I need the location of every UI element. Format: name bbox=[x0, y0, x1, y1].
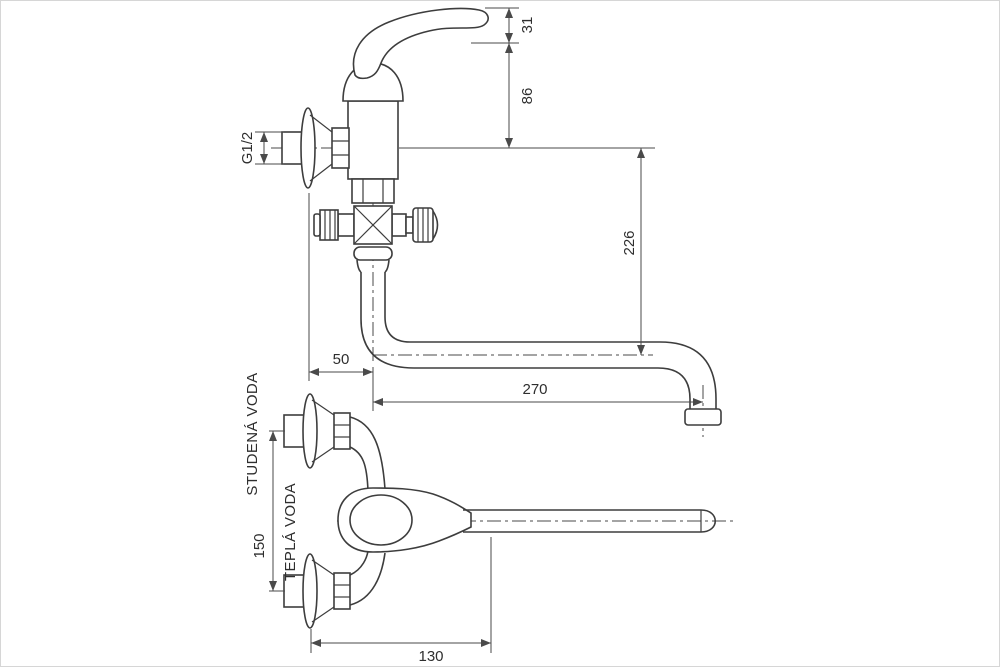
cold-inlet-connection bbox=[283, 393, 351, 469]
dim-label-150: 150 bbox=[251, 533, 268, 558]
dim-label-50: 50 bbox=[333, 351, 350, 368]
hot-water-label: TEPLÁ VODA bbox=[282, 483, 299, 581]
knob-dome-cap bbox=[432, 210, 439, 240]
body-hex-nut bbox=[351, 178, 395, 204]
lever-handle bbox=[352, 7, 489, 80]
dimensions-side: 31 86 226 50 270 G1/2 bbox=[239, 7, 703, 411]
cold-arm-outer bbox=[349, 416, 386, 490]
collar-bell-right bbox=[384, 259, 390, 273]
spout-side bbox=[360, 272, 722, 426]
diverter-left-arm bbox=[337, 213, 355, 237]
plan-view: 150 STUDENÁ VODA TEPLÁ VODA 130 bbox=[244, 372, 737, 665]
spout-outlet-aerator bbox=[684, 408, 722, 426]
dim-label-130: 130 bbox=[418, 648, 443, 665]
hot-inlet-connection bbox=[283, 553, 351, 629]
escutcheon-cone-top bbox=[309, 114, 333, 133]
dim-label-226: 226 bbox=[621, 230, 638, 255]
cartridge-dome-plan bbox=[349, 494, 413, 546]
wall-escutcheon bbox=[300, 107, 316, 189]
wall-escutcheon bbox=[302, 393, 318, 469]
spout-inner-edge bbox=[384, 272, 717, 409]
spout-outer-edge bbox=[360, 272, 691, 409]
escutcheon-cone-top bbox=[311, 559, 335, 576]
cold-arm-inner bbox=[349, 446, 369, 492]
escutcheon-cone-bottom bbox=[311, 606, 335, 623]
centerlines-side bbox=[271, 147, 704, 437]
hot-arm-outer bbox=[349, 552, 386, 606]
knob-end-cap bbox=[313, 213, 321, 237]
dim-label-31: 31 bbox=[519, 17, 536, 34]
hot-arm-inner bbox=[349, 550, 369, 576]
mixer-body bbox=[347, 100, 399, 180]
diverter-neck bbox=[405, 216, 414, 234]
dimensions-plan: 150 STUDENÁ VODA TEPLÁ VODA 130 bbox=[244, 372, 492, 665]
dim-label-thread: G1/2 bbox=[239, 132, 256, 165]
spout-end-cap bbox=[700, 509, 717, 533]
dim-label-86: 86 bbox=[519, 88, 536, 105]
spout-plan bbox=[463, 509, 717, 533]
escutcheon-cone-top bbox=[311, 399, 335, 416]
inlet-hex-nut bbox=[331, 127, 350, 169]
inlet-hex-nut bbox=[333, 572, 351, 610]
diverter-cross bbox=[313, 205, 439, 245]
wall-inlet-connection bbox=[281, 107, 350, 189]
escutcheon-cone-bottom bbox=[311, 446, 335, 463]
dim-label-270: 270 bbox=[522, 381, 547, 398]
collar-bell-left bbox=[356, 259, 362, 273]
side-view: 31 86 226 50 270 G1/2 bbox=[239, 7, 722, 437]
inlet-hex-nut bbox=[333, 412, 351, 450]
spout-collar-ring bbox=[353, 246, 393, 261]
cold-water-label: STUDENÁ VODA bbox=[244, 372, 261, 495]
diverter-right-arm bbox=[391, 213, 407, 237]
wall-escutcheon bbox=[302, 553, 318, 629]
cross-diagonal bbox=[353, 205, 393, 245]
escutcheon-cone-bottom bbox=[309, 163, 333, 182]
